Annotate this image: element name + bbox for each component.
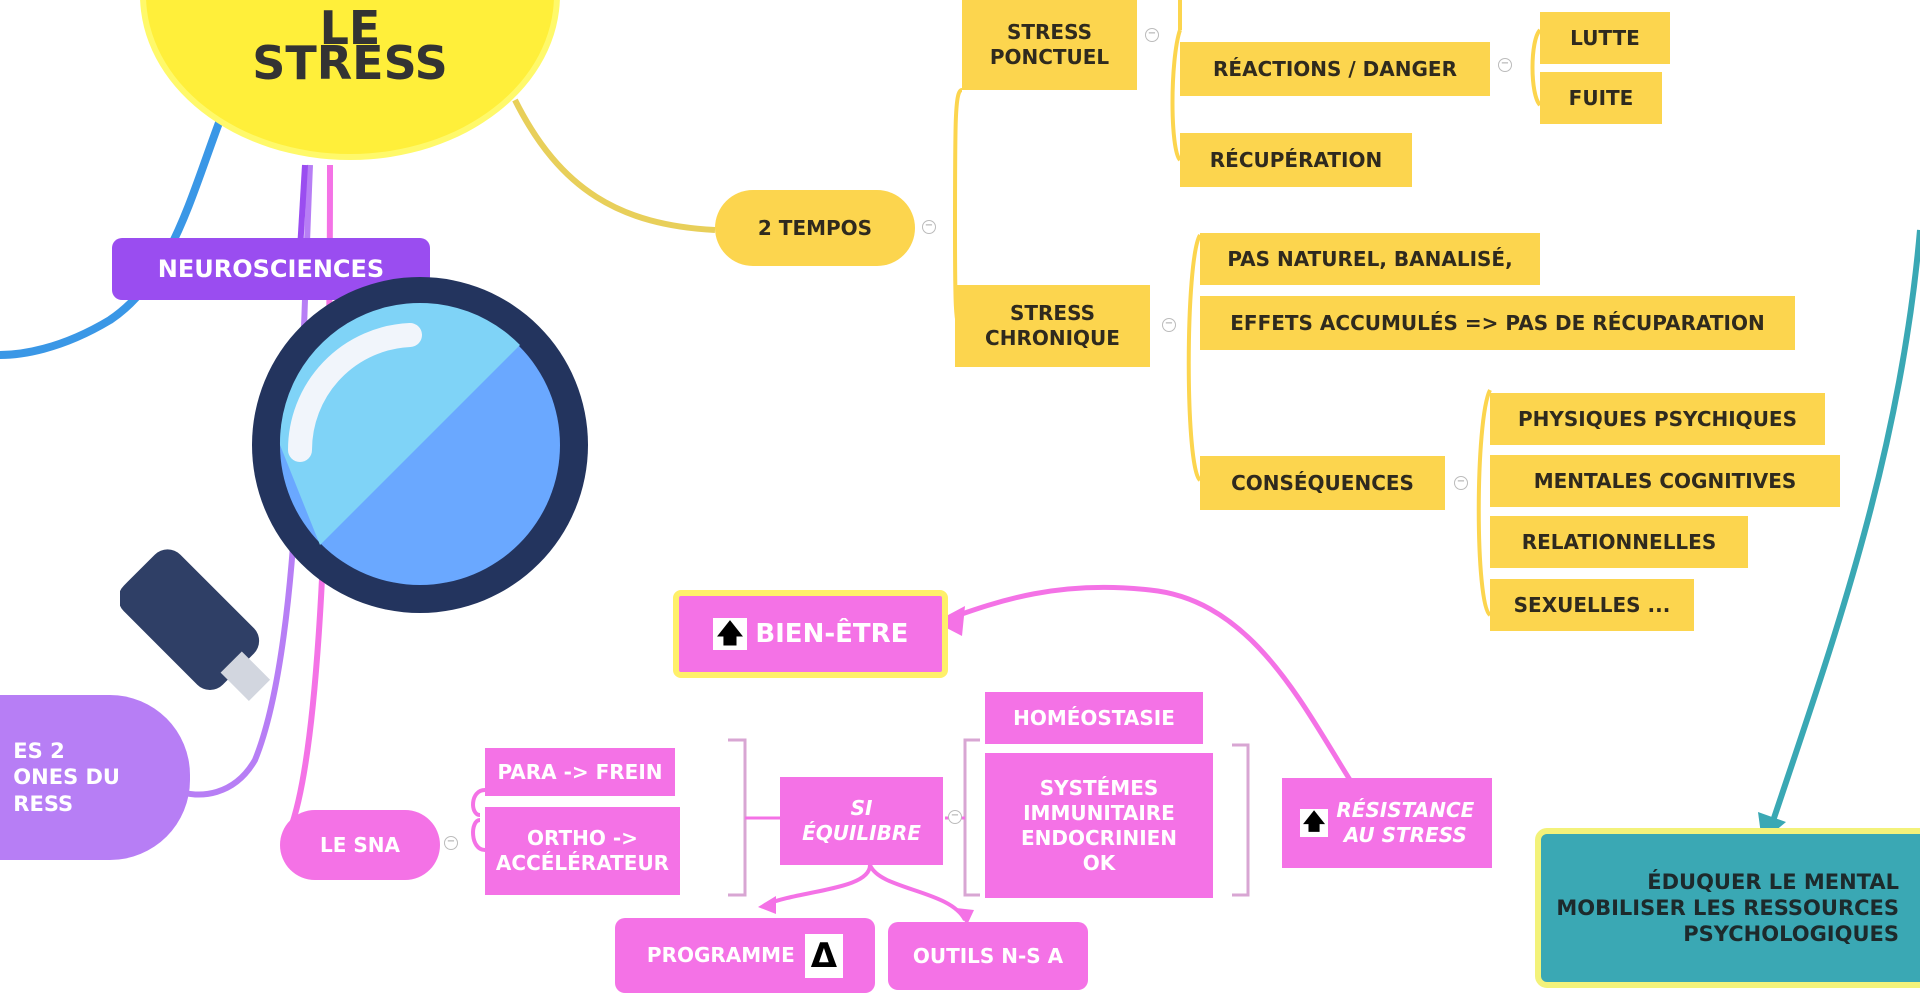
yellow-bracket-reactions bbox=[1530, 28, 1542, 107]
homeostasie-node[interactable]: HOMÉOSTASIE bbox=[985, 692, 1203, 744]
si-equilibre-node[interactable]: SI ÉQUILIBRE bbox=[780, 777, 943, 865]
bien-etre-node[interactable]: 🡅 BIEN-ÊTRE bbox=[673, 590, 948, 678]
programme-node[interactable]: PROGRAMME Δ bbox=[615, 918, 875, 993]
le-sna-node[interactable]: LE SNA bbox=[280, 810, 440, 880]
collapse-icon[interactable]: − bbox=[1454, 476, 1468, 490]
outils-node[interactable]: OUTILS N-S A bbox=[888, 922, 1088, 990]
pink-bracket-sna-lower bbox=[471, 818, 486, 852]
stress-chronique-node[interactable]: STRESS CHRONIQUE bbox=[955, 285, 1150, 367]
bien-etre-label: BIEN-ÊTRE bbox=[755, 618, 909, 649]
para-frein-node[interactable]: PARA -> FREIN bbox=[485, 748, 675, 796]
effets-accumules-node[interactable]: EFFETS ACCUMULÉS => PAS DE RÉCUPARATION bbox=[1200, 296, 1795, 350]
pink-arrowhead-outils bbox=[956, 908, 974, 925]
resistance-node[interactable]: 🡅 RÉSISTANCE AU STRESS bbox=[1282, 778, 1492, 868]
pink-arrowhead-programme bbox=[758, 896, 776, 914]
yellow-bracket-ponctuel bbox=[1170, 0, 1182, 162]
consequences-node[interactable]: CONSÉQUENCES bbox=[1200, 456, 1445, 510]
grey-bracket-homeostasie-right bbox=[1232, 743, 1250, 897]
collapse-icon[interactable]: − bbox=[1498, 58, 1512, 72]
consequence-item[interactable]: PHYSIQUES PSYCHIQUES bbox=[1490, 393, 1825, 445]
pink-bracket-sna bbox=[471, 788, 486, 817]
grey-bracket-homeostasie-left bbox=[963, 738, 980, 897]
collapse-icon[interactable]: − bbox=[444, 836, 458, 850]
pink-connector-sna bbox=[287, 164, 333, 832]
grey-bracket-sna-right bbox=[728, 738, 747, 897]
blue-connector bbox=[0, 118, 224, 359]
collapse-icon[interactable]: − bbox=[922, 220, 936, 234]
teal-arrow bbox=[1767, 229, 1920, 831]
collapse-icon[interactable]: − bbox=[948, 810, 962, 824]
yellow-connector-ponctuel bbox=[953, 88, 963, 229]
systemes-node[interactable]: SYSTÉMES IMMUNITAIRE ENDOCRINIEN OK bbox=[985, 753, 1213, 898]
consequence-item[interactable]: SEXUELLES ... bbox=[1490, 579, 1694, 631]
yellow-bracket-chronique bbox=[1186, 233, 1202, 482]
delta-icon: Δ bbox=[804, 933, 844, 978]
pink-arrow-bien-etre bbox=[944, 584, 1353, 782]
center-title-line1: LE bbox=[319, 1, 381, 55]
consequence-item[interactable]: MENTALES COGNITIVES bbox=[1490, 455, 1840, 507]
pink-connector-outils bbox=[868, 863, 967, 922]
stress-ponctuel-node[interactable]: STRESS PONCTUEL bbox=[962, 0, 1137, 90]
center-title-line2: STRESS bbox=[252, 36, 448, 90]
deux-temps-node[interactable]: 2 TEMPOS bbox=[715, 190, 915, 266]
collapse-icon[interactable]: − bbox=[1162, 318, 1176, 332]
fuite-node[interactable]: FUITE bbox=[1540, 72, 1662, 124]
magnifying-glass-icon bbox=[118, 275, 600, 755]
programme-label: PROGRAMME bbox=[646, 943, 795, 967]
lutte-node[interactable]: LUTTE bbox=[1540, 12, 1670, 64]
pink-connector-programme bbox=[764, 864, 872, 907]
eduquer-node[interactable]: ÉDUQUER LE MENTAL MOBILISER LES RESSOURC… bbox=[1535, 828, 1920, 988]
consequence-item[interactable]: RELATIONNELLES bbox=[1490, 516, 1748, 568]
ortho-node[interactable]: ORTHO -> ACCÉLÉRATEUR bbox=[485, 807, 680, 895]
up-arrow-icon: 🡅 bbox=[712, 617, 748, 651]
pink-arrowhead bbox=[935, 606, 965, 636]
collapse-icon[interactable]: − bbox=[1145, 28, 1159, 42]
up-arrow-icon: 🡅 bbox=[1299, 809, 1329, 837]
yellow-connector-2temps bbox=[512, 98, 716, 233]
resistance-label: RÉSISTANCE AU STRESS bbox=[1336, 798, 1475, 847]
recuperation-node[interactable]: RÉCUPÉRATION bbox=[1180, 133, 1412, 187]
reactions-danger-node[interactable]: RÉACTIONS / DANGER bbox=[1180, 42, 1490, 96]
deux-zones-node[interactable]: ES 2 ONES DU RESS bbox=[0, 695, 190, 860]
pas-naturel-node[interactable]: PAS NATUREL, BANALISÉ, bbox=[1200, 233, 1540, 285]
purple-connector bbox=[297, 164, 308, 251]
yellow-bracket-consequences bbox=[1476, 389, 1492, 617]
